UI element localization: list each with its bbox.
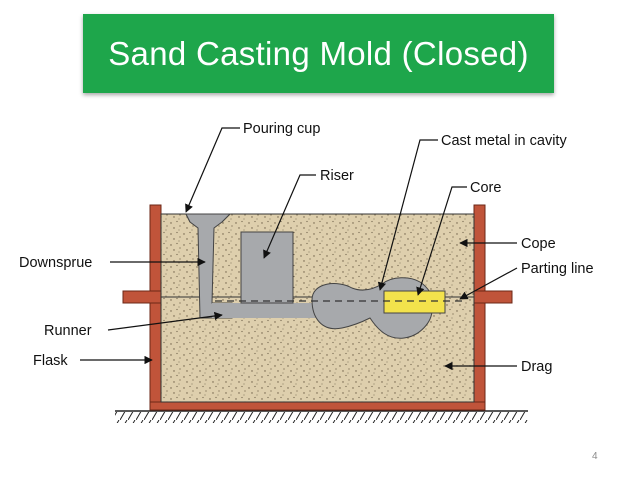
label-drag: Drag xyxy=(521,359,552,375)
label-runner: Runner xyxy=(44,323,92,339)
slide-title-bar: Sand Casting Mold (Closed) xyxy=(83,14,554,93)
label-parting-line: Parting line xyxy=(521,261,594,277)
leader-lines xyxy=(80,127,518,371)
label-pouring-cup: Pouring cup xyxy=(243,121,320,137)
label-cast-metal-in-cavity: Cast metal in cavity xyxy=(441,133,567,149)
ground xyxy=(115,410,528,423)
label-downsprue: Downsprue xyxy=(19,255,92,271)
label-cope: Cope xyxy=(521,236,556,252)
label-riser: Riser xyxy=(320,168,354,184)
label-flask: Flask xyxy=(33,353,68,369)
core xyxy=(383,290,446,314)
slide-number: 4 xyxy=(592,451,598,462)
flask xyxy=(122,204,513,411)
slide-title: Sand Casting Mold (Closed) xyxy=(108,34,529,72)
label-core: Core xyxy=(470,180,501,196)
